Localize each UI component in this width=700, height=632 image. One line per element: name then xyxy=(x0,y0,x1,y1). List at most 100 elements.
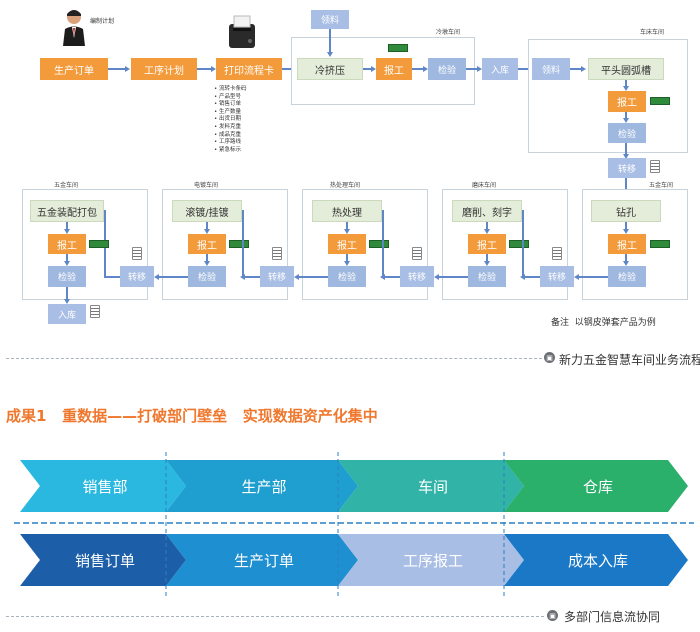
arrow xyxy=(346,254,348,262)
arrow xyxy=(242,210,244,276)
node-production-order: 生产订单 xyxy=(40,58,108,80)
chevron-panel: 销售部 生产部 车间 仓库 销售订单 生产订单 工序报工 成本入库 xyxy=(14,446,694,606)
arrow-head xyxy=(623,154,629,159)
node-warehouse-in: 入库 xyxy=(48,304,86,324)
arrow xyxy=(66,254,68,262)
card-item: 工序路线 xyxy=(214,139,247,147)
node-inspect: 检验 xyxy=(48,266,86,287)
caption-workshop-flow: 新力五金智慧车间业务流程图 xyxy=(559,353,700,367)
arrow-head xyxy=(240,274,245,280)
board-icon xyxy=(509,240,529,248)
card-item: 产品型号 xyxy=(214,94,247,102)
arrow-head xyxy=(344,261,350,266)
arrow xyxy=(329,29,331,52)
region-title: 五金车间 xyxy=(649,182,674,189)
node-inspect: 检验 xyxy=(428,58,466,80)
terminal-icon xyxy=(412,247,422,260)
headline: 成果1 重数据——打破部门壁垒 实现数据资产化集中 xyxy=(6,407,378,425)
node-inspect: 检验 xyxy=(468,266,506,287)
arrow-head xyxy=(327,52,333,57)
region-title: 车床车间 xyxy=(640,29,665,36)
dept-warehouse: 仓库 xyxy=(582,477,613,496)
board-icon xyxy=(650,240,670,248)
arrow-head xyxy=(204,261,210,266)
node-receive-material-2: 领料 xyxy=(532,58,570,80)
node-report-work: 报工 xyxy=(376,58,412,80)
arrow xyxy=(298,276,328,278)
arrow xyxy=(104,276,120,278)
node-print-card: 打印流程卡 xyxy=(216,58,282,80)
arrow xyxy=(66,287,68,300)
card-item: 生产数量 xyxy=(214,109,247,117)
chevron-dept-shape xyxy=(338,460,524,512)
arrow-head xyxy=(344,229,350,234)
node-inspect-2: 检验 xyxy=(608,123,646,143)
region-title: 磨床车间 xyxy=(472,182,497,189)
node-transfer: 转移 xyxy=(120,266,154,287)
dept-production: 生产部 xyxy=(241,477,287,496)
person-icon xyxy=(62,8,86,46)
arrow xyxy=(282,68,294,70)
node-transfer: 转移 xyxy=(540,266,574,287)
arrow xyxy=(486,254,488,262)
card-item: 成品克重 xyxy=(214,132,247,140)
arrow-head xyxy=(623,229,629,234)
arrow-head xyxy=(380,274,385,280)
doc-cost-warehouse: 成本入库 xyxy=(567,551,628,570)
node-flat-head: 平头圆弧槽 xyxy=(588,58,664,80)
arrow-head xyxy=(623,118,629,123)
node-transfer: 转移 xyxy=(260,266,294,287)
arrow xyxy=(244,276,260,278)
arrow xyxy=(412,68,424,70)
arrow xyxy=(346,222,348,230)
arrow xyxy=(384,276,400,278)
region-title: 电镀车间 xyxy=(194,182,219,189)
arrow xyxy=(570,68,582,70)
doc-production-order: 生产订单 xyxy=(233,551,294,570)
chevron-dept-shape xyxy=(504,460,688,512)
arrow xyxy=(524,276,540,278)
printer-icon xyxy=(226,14,258,50)
arrow-head xyxy=(623,261,629,266)
arrow xyxy=(625,222,627,230)
dept-sales: 销售部 xyxy=(82,477,128,496)
chevron-doc-shape xyxy=(20,534,186,586)
card-items-list: 流转卡条码 产品型号 销售订单 生产数量 出货日期 发料克重 成品克重 工序路线… xyxy=(214,86,247,154)
plan-label: 编制计划 xyxy=(90,18,115,25)
node-drilling: 钻孔 xyxy=(591,200,661,222)
caption-divider xyxy=(6,358,542,359)
arrow-head xyxy=(484,229,490,234)
arrow-head xyxy=(154,274,159,280)
caption-icon: ▣ xyxy=(544,352,555,363)
arrow-head xyxy=(125,66,130,72)
arrow xyxy=(522,210,524,276)
arrow-head xyxy=(294,274,299,280)
chevron-dept-shape xyxy=(166,460,358,512)
arrow xyxy=(206,222,208,230)
arrow xyxy=(438,276,468,278)
arrow-head xyxy=(623,86,629,91)
node-heat: 热处理 xyxy=(312,200,382,222)
node-report-work-2: 报工 xyxy=(608,91,646,112)
arrow-head xyxy=(371,66,376,72)
node-inspect: 检验 xyxy=(188,266,226,287)
node-transfer: 转移 xyxy=(400,266,434,287)
node-cold-extrusion: 冷挤压 xyxy=(297,58,363,80)
doc-process-report: 工序报工 xyxy=(402,551,463,570)
node-grinding: 磨削、刻字 xyxy=(452,200,522,222)
node-inspect: 检验 xyxy=(608,266,646,287)
node-plating: 滚镀/挂镀 xyxy=(172,200,242,222)
node-assembly: 五金装配打包 xyxy=(30,200,104,222)
card-item: 发料克重 xyxy=(214,124,247,132)
arrow-head xyxy=(211,66,216,72)
arrow xyxy=(197,68,212,70)
arrow xyxy=(625,143,627,155)
arrow xyxy=(382,210,384,276)
terminal-icon xyxy=(132,247,142,260)
board-icon xyxy=(89,240,109,248)
arrow xyxy=(578,276,608,278)
arrow xyxy=(518,68,529,70)
board-icon xyxy=(650,97,670,105)
arrow xyxy=(625,178,627,196)
board-icon xyxy=(388,44,408,52)
